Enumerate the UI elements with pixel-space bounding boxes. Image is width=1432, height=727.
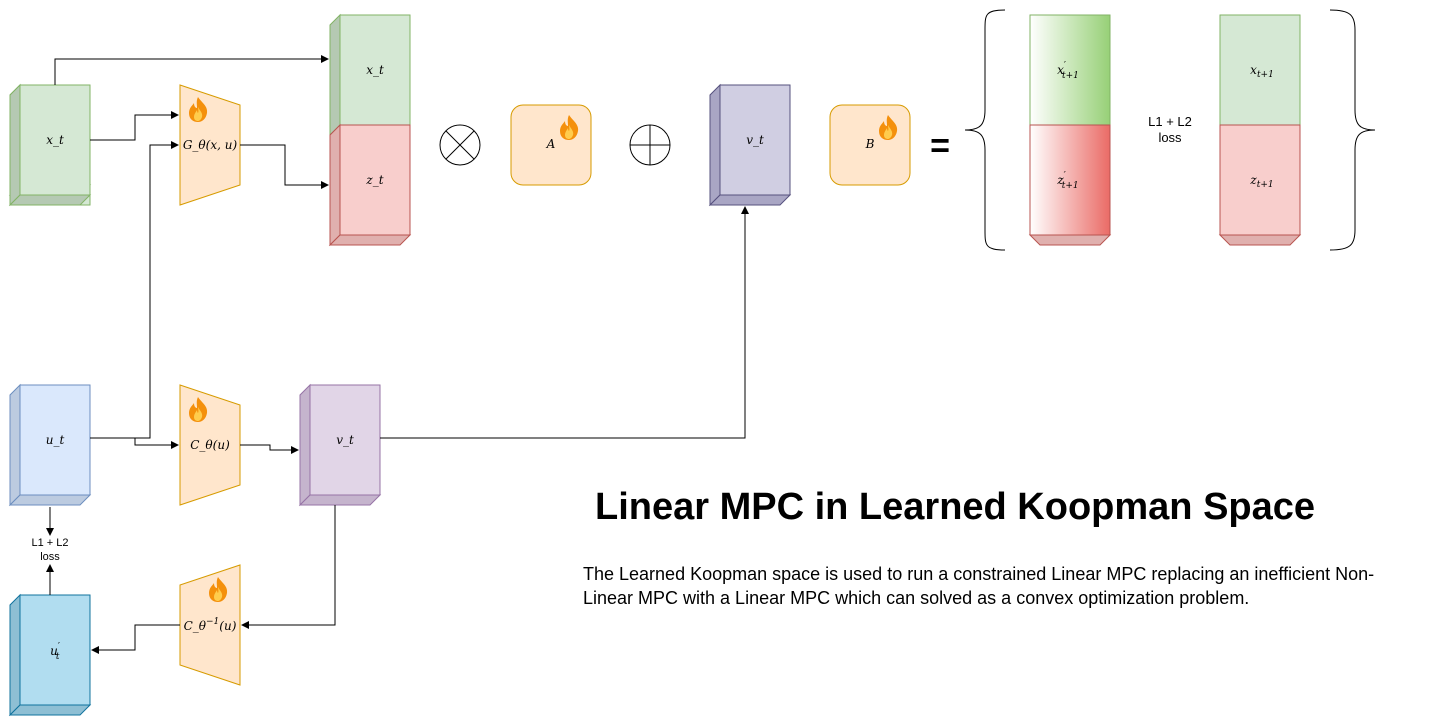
encoder-C-block: C_θ(u) [179, 384, 241, 506]
u-recon-block: u′t [8, 593, 92, 717]
edge-C-to-v [240, 444, 299, 454]
multiply-operator [439, 124, 481, 166]
v-right-block: v_t [708, 83, 792, 207]
matrix-A-label: A [546, 137, 556, 151]
edge-v-to-Cinv [241, 505, 336, 629]
right-brace [1329, 9, 1376, 251]
v-right-label: v_t [746, 133, 764, 147]
predicted-x-label: x′t+1 [1057, 61, 1079, 81]
stack-block: x_t z_t [328, 13, 412, 247]
equals-sign: = [930, 127, 950, 165]
stack-bottom-label: z_t [365, 173, 383, 187]
target-stack-block: xt+1 zt+1 [1218, 14, 1302, 246]
encoder-C-label: C_θ(u) [190, 438, 230, 452]
u-input-label: u_t [46, 433, 65, 447]
u-input-block: u_t [8, 383, 92, 507]
target-x-label: xt+1 [1250, 63, 1274, 80]
matrix-A-block: A [510, 104, 592, 186]
add-operator [629, 124, 671, 166]
loss-right-line1: L1 + L2 [1148, 114, 1192, 129]
x-input-block: x_t [8, 83, 92, 207]
encoder-G-block: G_θ(x, u) [179, 84, 241, 206]
edge-x-to-G [90, 111, 179, 141]
predicted-z-label: z′t+1 [1056, 171, 1078, 191]
decoder-C-inv-label: C_θ−1(u) [184, 617, 237, 633]
x-input-label: x_t [46, 133, 64, 147]
v-left-block: v_t [298, 383, 382, 507]
edge-G-to-z [240, 144, 329, 189]
edge-u-to-G [90, 141, 179, 439]
edge-Cinv-to-u-recon [91, 624, 180, 654]
decoder-C-inv-block: C_θ−1(u) [179, 564, 241, 686]
matrix-B-block: B [829, 104, 911, 186]
predicted-stack-block: x′t+1 z′t+1 [1028, 14, 1112, 246]
matrix-B-label: B [865, 137, 875, 151]
left-brace [964, 9, 1006, 251]
edge-u-to-C [90, 437, 179, 449]
loss-left-line1: L1 + L2 [31, 537, 68, 549]
edge-x-to-stack [54, 55, 329, 85]
u-recon-label: u′t [50, 642, 60, 662]
v-left-label: v_t [336, 433, 354, 447]
loss-right-line2: loss [1158, 130, 1182, 145]
target-z-label: zt+1 [1249, 173, 1273, 190]
diagram-description: The Learned Koopman space is used to run… [583, 564, 1375, 608]
diagram-title: Linear MPC in Learned Koopman Space [595, 486, 1316, 528]
connectors [46, 55, 749, 654]
stack-top-label: x_t [366, 63, 384, 77]
encoder-G-label: G_θ(x, u) [183, 138, 238, 152]
edge-v-to-v-right [380, 206, 749, 439]
loss-left-line2: loss [40, 551, 60, 563]
